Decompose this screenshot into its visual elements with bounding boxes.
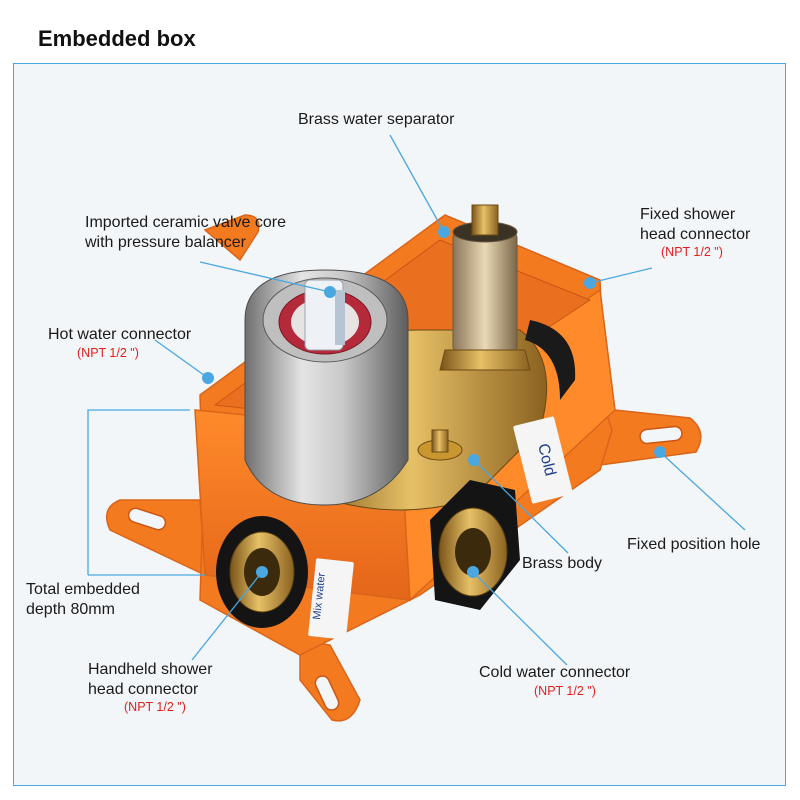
npt-cold-water: (NPT 1/2 ") xyxy=(534,684,596,698)
label-handheld-line2: head connector xyxy=(88,681,199,698)
npt-fixed-shower: (NPT 1/2 ") xyxy=(661,245,723,259)
cold-sticker: Cold xyxy=(513,416,573,504)
callout-fixed-hole xyxy=(659,451,746,531)
label-ceramic-core-line1: Imported ceramic valve core xyxy=(85,214,286,231)
label-ceramic-core-line2: with pressure balancer xyxy=(85,234,246,251)
label-handheld-line1: Handheld shower xyxy=(88,661,213,678)
label-fixed-shower-line2: head connector xyxy=(640,226,751,243)
label-hot-water-connector: Hot water connector xyxy=(48,326,192,343)
mix-water-sticker: Mix water xyxy=(308,558,354,640)
mounting-holes xyxy=(127,425,683,711)
callout-brass-body xyxy=(473,459,569,554)
label-fixed-position-hole: Fixed position hole xyxy=(627,536,761,553)
callout-brass-separator xyxy=(389,134,445,233)
npt-hot-water: (NPT 1/2 ") xyxy=(77,346,139,360)
callout-ceramic-core xyxy=(199,261,331,293)
callout-cold-water xyxy=(472,571,568,666)
callout-depth-top xyxy=(87,409,190,575)
cold-connector-port xyxy=(430,480,520,610)
callout-lines xyxy=(87,134,746,666)
fixed-shower-connector-ring xyxy=(525,320,576,400)
ceramic-valve-cartridge xyxy=(244,269,409,506)
label-fixed-shower-line1: Fixed shower xyxy=(640,206,736,223)
callout-dots xyxy=(202,226,666,578)
brass-separator-stem xyxy=(439,204,531,371)
label-depth-line2: depth 80mm xyxy=(26,601,115,618)
page-title: Embedded box xyxy=(38,26,196,51)
label-brass-body: Brass body xyxy=(522,555,603,572)
npt-handheld: (NPT 1/2 ") xyxy=(124,700,186,714)
label-depth-line1: Total embedded xyxy=(26,581,140,598)
callout-handheld xyxy=(191,571,263,661)
callout-hot-water xyxy=(154,339,209,379)
label-cold-water-connector: Cold water connector xyxy=(479,664,631,681)
label-brass-water-separator: Brass water separator xyxy=(298,111,455,128)
callout-fixed-shower xyxy=(589,267,653,284)
mix-water-sticker-text: Mix water xyxy=(311,572,328,620)
